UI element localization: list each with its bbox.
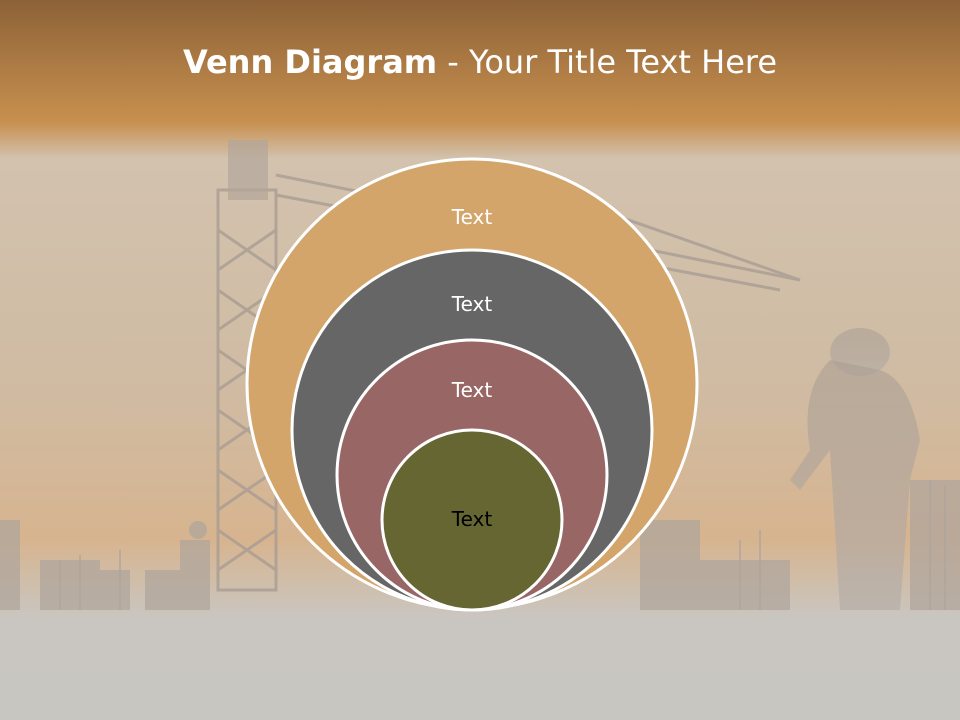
- circle-inner[interactable]: Text: [380, 428, 564, 612]
- circle-second-label: Text: [451, 292, 493, 316]
- title-bold-part: Venn Diagram: [182, 43, 438, 81]
- circle-outer-label: Text: [451, 205, 493, 229]
- circle-inner-label: Text: [451, 507, 493, 531]
- worker-silhouette: [790, 328, 920, 610]
- circle-third-label: Text: [451, 378, 493, 402]
- slide-title: Venn Diagram - Your Title Text Here: [0, 40, 960, 84]
- circle-inner-shape: [380, 428, 564, 612]
- title-rest-part: - Your Title Text Here: [437, 43, 778, 81]
